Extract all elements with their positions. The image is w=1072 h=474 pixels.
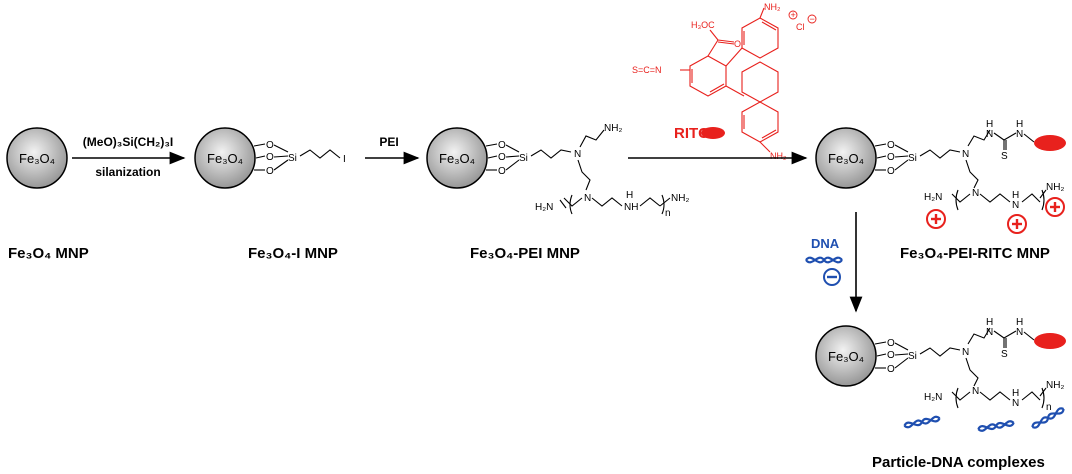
ritc-atom-nh2: NH₂ xyxy=(764,2,781,12)
atom-n: N xyxy=(962,347,969,358)
ritc-dye-marker xyxy=(1034,333,1066,349)
atom-h2n: H₂N xyxy=(924,392,942,403)
reagent-silane: (MeO)₃Si(CH₂)₃I xyxy=(83,135,173,149)
reagent-ritc: RITC xyxy=(674,125,709,142)
fe3o4-particle-3: Fe₃O₄ xyxy=(426,127,488,189)
atom-s: S xyxy=(1001,151,1008,162)
pei-ritc-chain-4: O O O Si N H N S H N N H₂N H N n NH₂ xyxy=(874,119,1066,215)
label-fe3o4-i-mnp: Fe₃O₄-I MNP xyxy=(248,245,338,262)
ritc-atom-o: O xyxy=(734,39,741,49)
atom-h: H xyxy=(986,317,993,328)
atom-n: N xyxy=(986,327,993,338)
silane-linker-2: O O O Si I xyxy=(253,140,346,177)
dna-helix-icon xyxy=(902,414,942,430)
atom-n: N xyxy=(1016,327,1023,338)
atom-n: N xyxy=(962,149,969,160)
atom-h: H xyxy=(1012,190,1019,201)
atom-o: O xyxy=(498,166,506,177)
atom-o: O xyxy=(266,152,274,163)
pei-chain-3: O O O Si N NH₂ N H₂N NH H n NH₂ xyxy=(485,123,689,219)
atom-o: O xyxy=(887,140,895,151)
atom-h: H xyxy=(1016,119,1023,130)
atom-nh2: NH₂ xyxy=(604,123,622,134)
label-fe3o4-pei-ritc-mnp: Fe₃O₄-PEI-RITC MNP xyxy=(900,245,1050,262)
atom-o: O xyxy=(887,166,895,177)
label-particle-dna-complexes: Particle-DNA complexes xyxy=(872,454,1045,471)
fe3o4-particle-5: Fe₃O₄ xyxy=(815,325,877,387)
atom-si: Si xyxy=(519,153,528,164)
fe3o4-particle-1: Fe₃O₄ xyxy=(6,127,68,189)
ritc-structure: NH₂ + Cl − H₃OC O S=C=N NH₂ xyxy=(632,2,817,161)
atom-nh2: NH₂ xyxy=(1046,182,1064,193)
reagent-silanization: silanization xyxy=(95,165,160,179)
atom-h: H xyxy=(1012,388,1019,399)
ritc-dye-marker xyxy=(1034,135,1066,151)
atom-n: N xyxy=(584,193,591,204)
dna-helix-icon xyxy=(804,256,844,264)
reagent-pei: PEI xyxy=(379,135,398,149)
atom-n: N xyxy=(972,188,979,199)
atom-h: H xyxy=(626,190,633,201)
pei-ritc-chain-5: O O O Si N H N S H N N H₂N H N n NH₂ xyxy=(874,317,1066,413)
fe3o4-particle-4: Fe₃O₄ xyxy=(815,127,877,189)
atom-si: Si xyxy=(908,153,917,164)
atom-o: O xyxy=(266,166,274,177)
atom-o: O xyxy=(887,364,895,375)
atom-nh2: NH₂ xyxy=(1046,380,1064,391)
atom-o: O xyxy=(266,140,274,151)
atom-si: Si xyxy=(908,351,917,362)
atom-n: N xyxy=(574,149,581,160)
label-fe3o4-mnp: Fe₃O₄ MNP xyxy=(8,245,89,262)
subscript-n: n xyxy=(665,208,671,219)
atom-n: N xyxy=(1012,398,1019,409)
ritc-isothiocyanate: S=C=N xyxy=(632,65,662,75)
atom-o: O xyxy=(887,338,895,349)
ritc-plus: + xyxy=(791,10,796,20)
atom-n: N xyxy=(972,386,979,397)
subscript-n: n xyxy=(1046,402,1052,413)
atom-h2n: H₂N xyxy=(924,192,942,203)
atom-n: N xyxy=(1012,200,1019,211)
label-fe3o4-pei-mnp: Fe₃O₄-PEI MNP xyxy=(470,245,580,262)
atom-si: Si xyxy=(288,153,297,164)
ritc-atom-nh2-bottom: NH₂ xyxy=(770,151,787,161)
fe3o4-particle-2: Fe₃O₄ xyxy=(194,127,256,189)
positive-charges xyxy=(926,197,1065,234)
atom-o: O xyxy=(498,152,506,163)
atom-nh2: NH₂ xyxy=(671,193,689,204)
atom-h2n: H₂N xyxy=(535,202,553,213)
core-label: Fe₃O₄ xyxy=(19,151,55,166)
atom-nh: NH xyxy=(624,202,638,213)
atom-o: O xyxy=(498,140,506,151)
ritc-atom-h3coc: H₃OC xyxy=(691,20,715,30)
atom-o: O xyxy=(887,152,895,163)
ritc-atom-cl: Cl xyxy=(796,22,805,32)
core-label: Fe₃O₄ xyxy=(207,151,243,166)
atom-o: O xyxy=(887,350,895,361)
atom-i: I xyxy=(343,154,346,165)
ritc-dye-marker xyxy=(701,127,725,139)
core-label: Fe₃O₄ xyxy=(828,349,864,364)
dna-helix-icon xyxy=(976,419,1016,433)
reagent-dna: DNA xyxy=(811,236,840,251)
negative-charge xyxy=(823,268,841,286)
core-label: Fe₃O₄ xyxy=(828,151,864,166)
atom-h: H xyxy=(986,119,993,130)
ritc-minus: − xyxy=(810,14,815,24)
core-label: Fe₃O₄ xyxy=(439,151,475,166)
atom-n: N xyxy=(986,129,993,140)
atom-n: N xyxy=(1016,129,1023,140)
atom-s: S xyxy=(1001,349,1008,360)
atom-h: H xyxy=(1016,317,1023,328)
